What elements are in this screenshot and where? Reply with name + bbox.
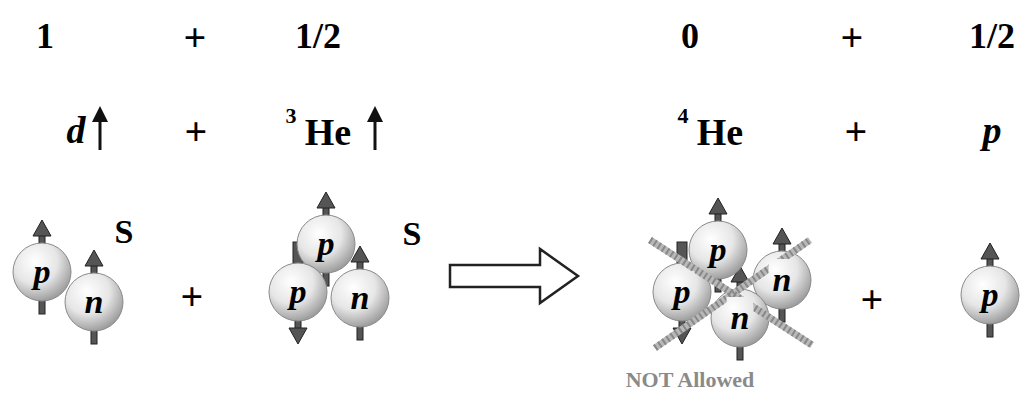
formula-text: + xyxy=(845,112,868,152)
nucleon-sphere: n xyxy=(330,268,390,328)
cross-line xyxy=(650,240,812,345)
nucleon-sphere: p xyxy=(12,242,72,302)
sphere xyxy=(653,263,711,321)
nucleon-letter: p xyxy=(290,275,307,309)
note-text: NOT Allowed xyxy=(626,369,755,391)
formula-text: + xyxy=(841,18,864,58)
cross-hatch xyxy=(650,240,812,345)
nucleon-letter: p xyxy=(674,275,691,309)
nucleon-letter: p xyxy=(318,227,335,261)
polarization-arrow xyxy=(367,106,383,150)
nucleon-sphere: n xyxy=(64,272,124,332)
formula-text: 3 xyxy=(286,105,297,127)
nucleon-sphere: p xyxy=(960,265,1020,325)
spin-arrow xyxy=(673,242,691,344)
cross-line xyxy=(655,240,810,348)
nucleon-letter: n xyxy=(773,263,792,297)
polarization-arrow xyxy=(92,106,108,150)
sphere xyxy=(13,243,71,301)
nucleon-letter: n xyxy=(85,285,104,319)
formula-text: S xyxy=(403,217,422,251)
formula-text: + xyxy=(861,280,884,320)
formula-text: S xyxy=(115,215,134,249)
reaction-arrow xyxy=(450,249,578,303)
formula-text: + xyxy=(185,112,208,152)
formula-text: 4 xyxy=(678,105,689,127)
formula-text: d xyxy=(67,111,86,149)
nucleon-sphere: p xyxy=(268,262,328,322)
nucleon-letter: n xyxy=(351,281,370,315)
formula-text: 1/2 xyxy=(295,18,341,54)
formula-text: + xyxy=(184,18,207,58)
formula-text: He xyxy=(697,113,743,151)
formula-text: 0 xyxy=(681,18,699,54)
nucleon-letter: p xyxy=(982,278,999,312)
formula-text: 1/2 xyxy=(969,18,1015,54)
nucleon-sphere: n xyxy=(710,288,770,348)
sphere xyxy=(961,266,1019,324)
nucleon-letter: p xyxy=(34,255,51,289)
formula-text: 1 xyxy=(36,18,54,54)
cross-hatch xyxy=(655,240,810,348)
sphere xyxy=(711,289,769,347)
nucleon-letter: n xyxy=(731,301,750,335)
sphere xyxy=(331,269,389,327)
nucleon-letter: p xyxy=(710,233,727,267)
formula-text: He xyxy=(305,113,351,151)
formula-text: + xyxy=(181,277,204,317)
formula-text: p xyxy=(983,111,1002,149)
nucleon-sphere: p xyxy=(652,262,712,322)
sphere xyxy=(269,263,327,321)
sphere xyxy=(65,273,123,331)
